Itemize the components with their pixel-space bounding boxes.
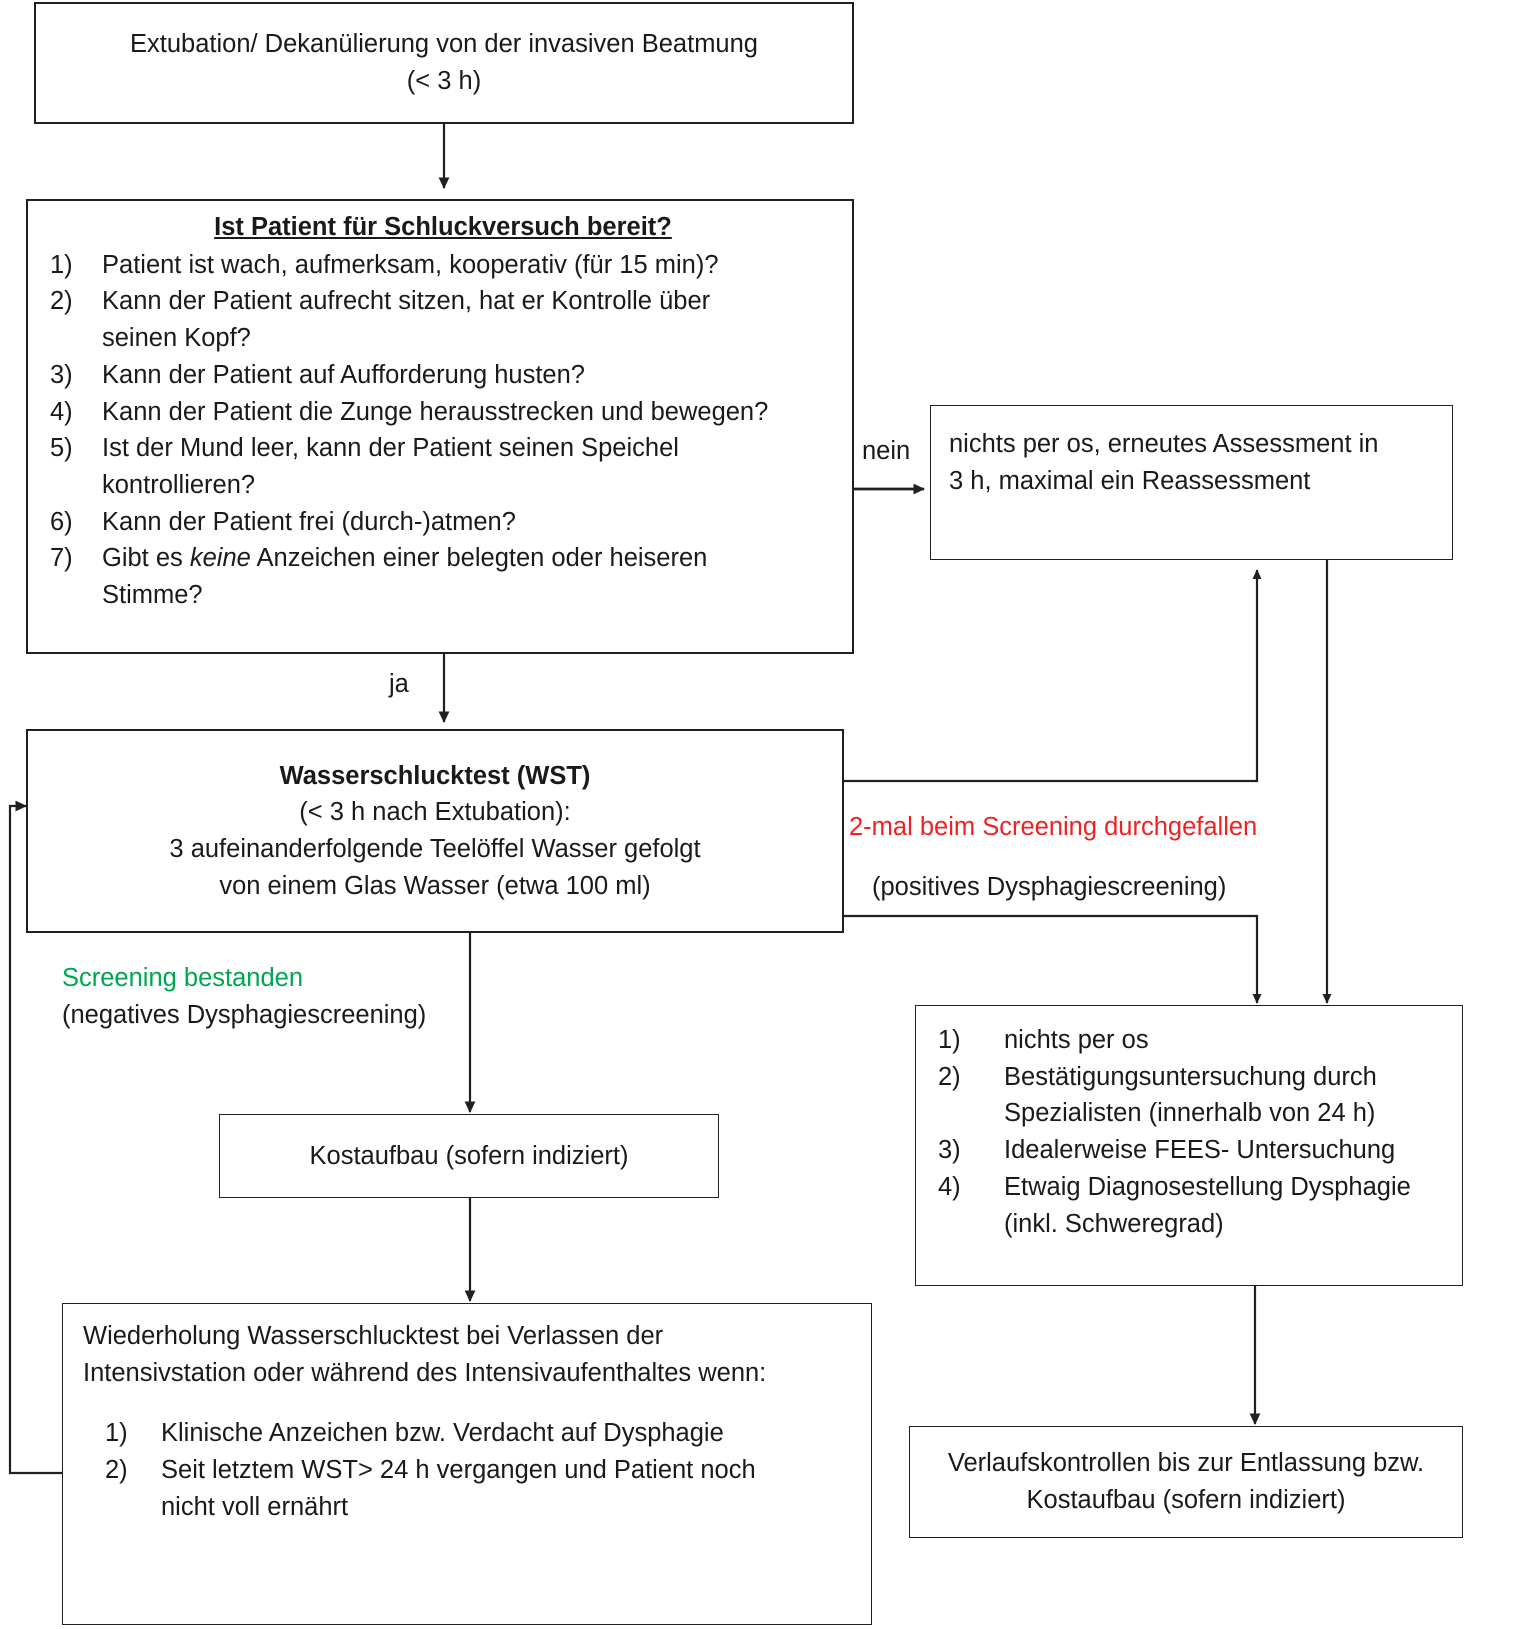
list-item: 3) Kann der Patient auf Aufforderung hus… bbox=[50, 357, 836, 394]
item-number: 4) bbox=[50, 397, 73, 426]
verlaufs-line-1: Verlaufskontrollen bis zur Entlassung bz… bbox=[947, 1449, 1425, 1478]
item-text: Kann der Patient aufrecht sitzen, hat er… bbox=[102, 287, 711, 353]
item-text-post: Anzeichen einer belegten oder heiseren S… bbox=[102, 544, 708, 610]
list-item: 2) Bestätigungsuntersuchung durch Spezia… bbox=[938, 1059, 1444, 1132]
wst-line-2: (< 3 h nach Extubation): bbox=[299, 798, 571, 827]
node-reassessment[interactable]: nichts per os, erneutes Assessment in 3 … bbox=[930, 405, 1453, 560]
edge-label-ja: ja bbox=[389, 670, 409, 698]
list-item: 7) Gibt es keine Anzeichen einer belegte… bbox=[50, 540, 836, 613]
item-text-pre: Gibt es bbox=[102, 544, 190, 573]
item-text: Kann der Patient die Zunge herausstrecke… bbox=[102, 397, 769, 426]
repeat-line-1: Wiederholung Wasserschlucktest bei Verla… bbox=[83, 1322, 664, 1350]
list-item: 3) Idealerweise FEES- Untersuchung bbox=[938, 1132, 1444, 1169]
item-text: Kann der Patient frei (durch-)atmen? bbox=[102, 507, 516, 536]
item-number: 3) bbox=[938, 1136, 961, 1165]
extubation-line-2: (< 3 h) bbox=[406, 67, 482, 95]
kostaufbau-text: Kostaufbau (sofern indiziert) bbox=[309, 1141, 629, 1170]
item-number: 2) bbox=[50, 287, 73, 316]
item-number: 6) bbox=[50, 507, 73, 536]
wst-line-3: 3 aufeinanderfolgende Teelöffel Wasser g… bbox=[169, 835, 701, 863]
list-item: 2) Seit letztem WST> 24 h vergangen und … bbox=[105, 1452, 851, 1525]
list-item: 2) Kann der Patient aufrecht sitzen, hat… bbox=[50, 283, 836, 356]
edge-label-screening-passed: Screening bestanden bbox=[62, 964, 304, 992]
item-number: 7) bbox=[50, 544, 73, 573]
edge-wst-to-positive-findings bbox=[843, 914, 1262, 1004]
extubation-line-1: Extubation/ Dekanülierung von der invasi… bbox=[130, 30, 758, 59]
node-repeat-wst[interactable]: Wiederholung Wasserschlucktest bei Verla… bbox=[62, 1303, 872, 1625]
item-number: 2) bbox=[938, 1062, 961, 1091]
node-readiness-check[interactable]: Ist Patient für Schluckversuch bereit? 1… bbox=[26, 199, 854, 654]
item-text: Ist der Mund leer, kann der Patient sein… bbox=[102, 434, 679, 500]
item-number: 1) bbox=[50, 250, 73, 279]
readiness-heading: Ist Patient für Schluckversuch bereit? bbox=[214, 213, 672, 241]
wst-line-4: von einem Glas Wasser (etwa 100 ml) bbox=[219, 871, 651, 900]
list-item: 5) Ist der Mund leer, kann der Patient s… bbox=[50, 430, 836, 503]
item-text: Bestätigungsuntersuchung durch Spezialis… bbox=[1004, 1062, 1377, 1128]
edge-label-screening-failed: 2-mal beim Screening durchgefallen bbox=[849, 813, 1258, 841]
list-item: 4) Kann der Patient die Zunge herausstre… bbox=[50, 394, 836, 431]
edge-wst-to-reassessment bbox=[843, 569, 1262, 783]
item-text: Patient ist wach, aufmerksam, kooperativ… bbox=[102, 250, 719, 279]
reassessment-line-2: 3 h, maximal ein Reassessment bbox=[949, 466, 1311, 495]
node-water-swallow-test[interactable]: Wasserschlucktest (WST) (< 3 h nach Extu… bbox=[26, 729, 844, 933]
item-number: 4) bbox=[938, 1172, 961, 1201]
node-positive-screening-actions[interactable]: 1) nichts per os 2) Bestätigungsuntersuc… bbox=[915, 1005, 1463, 1286]
item-text: Etwaig Diagnosestellung Dysphagie (inkl.… bbox=[1004, 1172, 1411, 1238]
item-number: 3) bbox=[50, 360, 73, 389]
list-item: 1) Patient ist wach, aufmerksam, koopera… bbox=[50, 247, 836, 284]
item-text: Klinische Anzeichen bzw. Verdacht auf Dy… bbox=[161, 1419, 724, 1448]
item-number: 2) bbox=[105, 1456, 128, 1485]
list-item: 1) nichts per os bbox=[938, 1022, 1444, 1059]
node-kostaufbau[interactable]: Kostaufbau (sofern indiziert) bbox=[219, 1114, 719, 1198]
edge-label-negative-screening: (negatives Dysphagiescreening) bbox=[62, 1001, 427, 1029]
repeat-line-2: Intensivstation oder während des Intensi… bbox=[83, 1358, 767, 1387]
node-verlaufskontrollen[interactable]: Verlaufskontrollen bis zur Entlassung bz… bbox=[909, 1426, 1463, 1538]
item-text: Kann der Patient auf Aufforderung husten… bbox=[102, 360, 585, 389]
reassessment-line-1: nichts per os, erneutes Assessment in bbox=[949, 430, 1379, 458]
item-text: Seit letztem WST> 24 h vergangen und Pat… bbox=[161, 1456, 756, 1521]
list-item: 4) Etwaig Diagnosestellung Dysphagie (in… bbox=[938, 1169, 1444, 1242]
item-text-emphasis: keine bbox=[189, 544, 251, 573]
edge-label-positive-screening: (positives Dysphagiescreening) bbox=[872, 873, 1227, 901]
positive-item-list: 1) nichts per os 2) Bestätigungsuntersuc… bbox=[938, 1022, 1444, 1242]
item-number: 1) bbox=[105, 1419, 128, 1448]
list-item: 1) Klinische Anzeichen bzw. Verdacht auf… bbox=[105, 1415, 851, 1452]
item-text: Idealerweise FEES- Untersuchung bbox=[1004, 1136, 1396, 1165]
edge-label-nein: nein bbox=[862, 437, 911, 465]
node-extubation[interactable]: Extubation/ Dekanülierung von der invasi… bbox=[34, 2, 854, 124]
wst-heading: Wasserschlucktest (WST) bbox=[279, 761, 591, 790]
readiness-item-list: 1) Patient ist wach, aufmerksam, koopera… bbox=[50, 247, 836, 614]
item-number: 1) bbox=[938, 1026, 961, 1054]
item-text: Gibt es keine Anzeichen einer belegten o… bbox=[102, 540, 792, 613]
verlaufs-line-2: Kostaufbau (sofern indiziert) bbox=[1026, 1486, 1346, 1514]
list-item: 6) Kann der Patient frei (durch-)atmen? bbox=[50, 504, 836, 541]
repeat-item-list: 1) Klinische Anzeichen bzw. Verdacht auf… bbox=[83, 1415, 851, 1525]
item-text: nichts per os bbox=[1004, 1026, 1149, 1054]
item-number: 5) bbox=[50, 434, 73, 463]
